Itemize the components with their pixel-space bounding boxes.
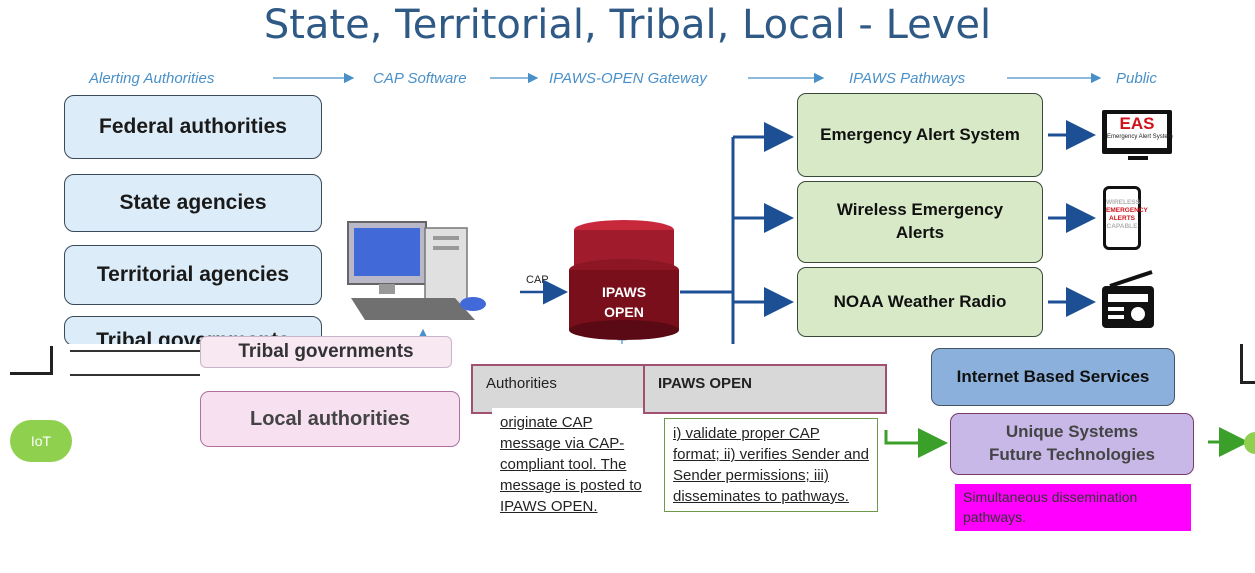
wea-text-4: CAPABLE (1106, 223, 1138, 230)
authority-state: State agencies (64, 174, 322, 232)
ipaws-open-line1: IPAWS (601, 284, 647, 300)
radio-icon (1102, 270, 1154, 328)
authority-tribal-label: Tribal governments (238, 341, 414, 362)
ipaws-open-label: IPAWS OPEN (565, 282, 683, 322)
step-cap-software: CAP Software (373, 70, 467, 87)
simultaneous-note: Simultaneous dissemination pathways. (955, 484, 1191, 532)
pathway-noaa-label: NOAA Weather Radio (833, 291, 1007, 311)
wea-text-3: ALERTS (1109, 215, 1135, 222)
iot-cloud-icon: IoT (10, 420, 72, 462)
ipaws-note-header: IPAWS OPEN (658, 375, 752, 392)
step-ipaws-pathways: IPAWS Pathways (849, 70, 966, 87)
pathway-unique-label: Unique Systems Future Technologies (989, 422, 1155, 464)
monitor-fragment-left (10, 346, 53, 375)
wea-text-1: WIRELESS (1106, 199, 1140, 206)
cap-label: CAP (526, 274, 549, 286)
eas-logo-text: EAS (1119, 114, 1155, 133)
pathway-wea: Wireless Emergency Alerts (797, 181, 1043, 263)
authority-state-label: State agencies (119, 191, 267, 214)
iot-label: IoT (30, 433, 52, 449)
pathway-wea-label: Wireless Emergency Alerts (836, 200, 1004, 242)
monitor-fragment-right (1240, 344, 1255, 384)
pathway-eas-label: Emergency Alert System (820, 124, 1020, 144)
eas-tv-icon: EAS Emergency Alert System (1102, 110, 1173, 154)
authority-local: Local authorities (200, 391, 460, 447)
wea-phone-icon: WIRELESS EMERGENCY ALERTS CAPABLE (1103, 186, 1148, 250)
pathway-internet: Internet Based Services (931, 348, 1175, 406)
step-alerting-authorities: Alerting Authorities (89, 70, 215, 87)
wea-text-2: EMERGENCY (1106, 207, 1148, 214)
ipaws-note-body: i) validate proper CAP format; ii) verif… (664, 418, 878, 512)
authority-territorial: Territorial agencies (64, 245, 322, 305)
authority-tribal: Tribal governments (200, 336, 452, 368)
authority-territorial-label: Territorial agencies (96, 263, 290, 286)
authorities-note-header: Authorities (486, 375, 557, 392)
eas-tv-stand (1128, 156, 1148, 160)
ipaws-open-line2: OPEN (604, 304, 644, 320)
divider-fragment (70, 350, 200, 376)
pathway-eas: Emergency Alert System (797, 93, 1043, 177)
pathway-internet-label: Internet Based Services (956, 366, 1150, 386)
step-public: Public (1116, 70, 1157, 87)
computer-icon (347, 221, 486, 320)
authority-federal-label: Federal authorities (99, 115, 287, 138)
authority-local-label: Local authorities (249, 407, 411, 430)
authority-federal: Federal authorities (64, 95, 322, 159)
step-ipaws-open-gateway: IPAWS-OPEN Gateway (549, 70, 707, 87)
pathway-unique-systems: Unique Systems Future Technologies (950, 413, 1194, 475)
page-title: State, Territorial, Tribal, Local - Leve… (263, 2, 992, 48)
pathway-noaa: NOAA Weather Radio (797, 267, 1043, 337)
ipaws-open-gateway-icon (569, 220, 679, 340)
green-node-fragment (1244, 432, 1255, 454)
authorities-note-body: originate CAP message via CAP-compliant … (492, 408, 662, 521)
eas-logo-subtext: Emergency Alert System (1107, 134, 1173, 140)
ipaws-note-frame (643, 364, 887, 414)
